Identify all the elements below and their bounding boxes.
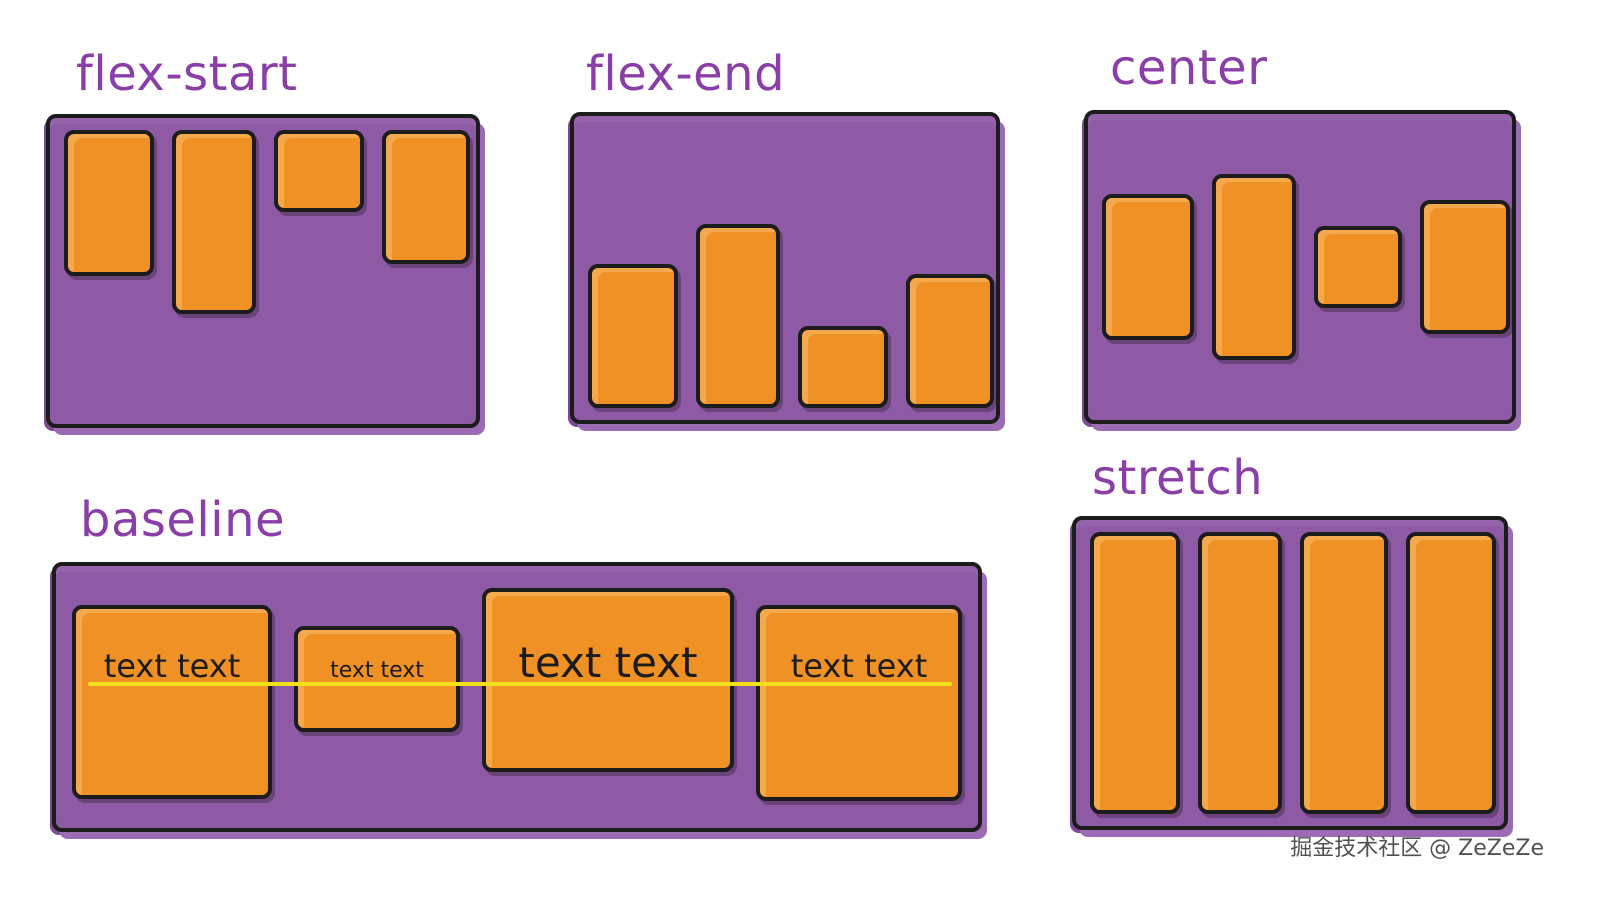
center-item-2 xyxy=(1212,174,1296,360)
label-flex-end: flex-end xyxy=(586,46,786,102)
flex-end-item-1 xyxy=(588,264,678,408)
baseline-item-2: text text xyxy=(294,626,460,732)
baseline-guide-line xyxy=(88,682,952,686)
watermark: 掘金技术社区 @ ZeZeZe xyxy=(1290,836,1544,861)
center-item-4 xyxy=(1420,200,1510,334)
baseline-item-1: text text xyxy=(72,605,272,799)
label-stretch: stretch xyxy=(1092,450,1264,506)
flex-start-item-2 xyxy=(172,130,256,314)
stretch-item-4 xyxy=(1406,532,1496,814)
flex-start-container xyxy=(46,114,480,428)
flex-start-item-1 xyxy=(64,130,154,276)
label-center: center xyxy=(1110,40,1268,96)
baseline-item-2-text: text text xyxy=(330,658,424,683)
label-baseline: baseline xyxy=(80,492,286,548)
stretch-item-1 xyxy=(1090,532,1180,814)
baseline-item-1-text: text text xyxy=(103,647,241,685)
flex-start-item-4 xyxy=(382,130,470,264)
baseline-item-4-text: text text xyxy=(790,647,928,685)
flex-start-item-3 xyxy=(274,130,364,212)
baseline-container: text text text text text text text text xyxy=(52,562,982,832)
flex-end-item-4 xyxy=(906,274,994,408)
center-item-3 xyxy=(1314,226,1402,308)
flex-end-item-3 xyxy=(798,326,888,408)
flex-end-item-2 xyxy=(696,224,780,408)
baseline-item-3-text: text text xyxy=(518,638,698,687)
label-flex-start: flex-start xyxy=(76,46,298,102)
center-item-1 xyxy=(1102,194,1194,340)
stretch-container xyxy=(1072,516,1508,830)
baseline-item-4: text text xyxy=(756,605,962,801)
center-container xyxy=(1084,110,1516,424)
baseline-item-3: text text xyxy=(482,588,734,772)
flex-end-container xyxy=(570,112,1000,424)
stretch-item-3 xyxy=(1300,532,1388,814)
stretch-item-2 xyxy=(1198,532,1282,814)
